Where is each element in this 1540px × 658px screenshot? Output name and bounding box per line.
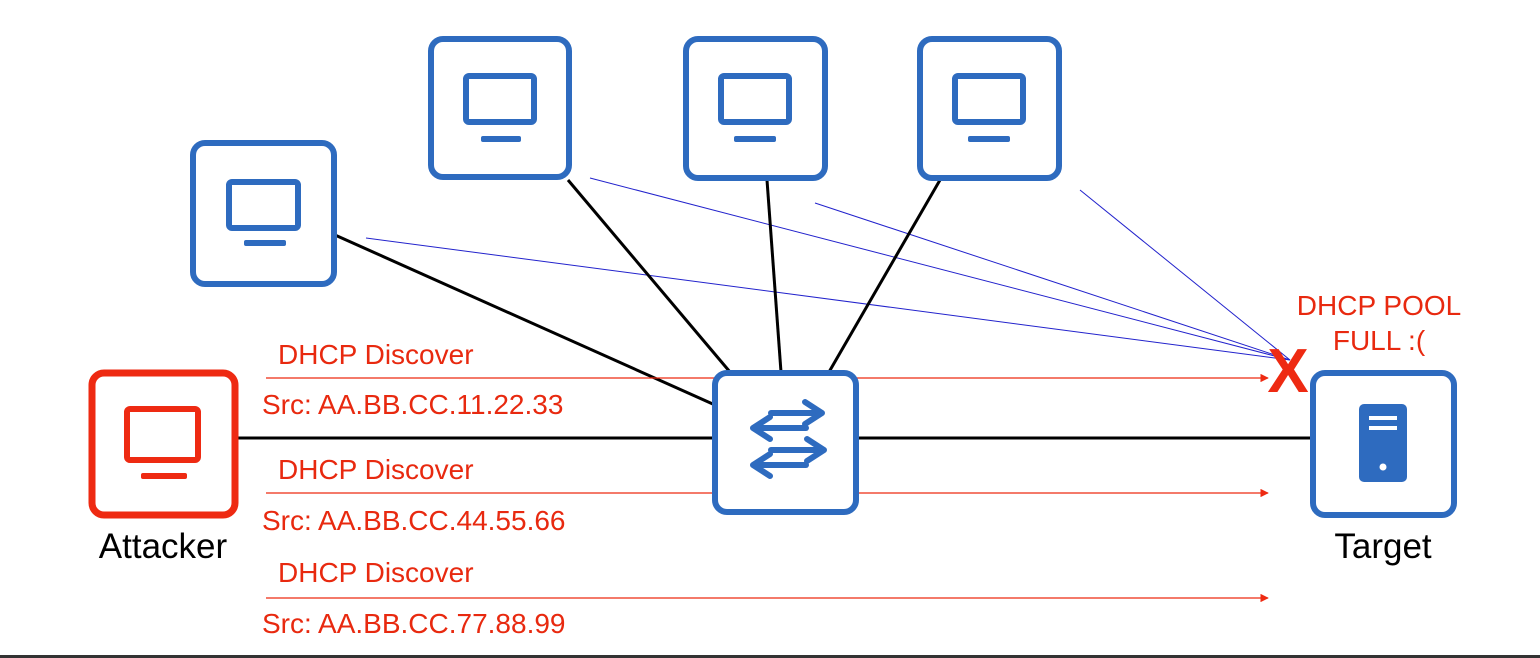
switch-node bbox=[712, 370, 859, 515]
flow-line-client-3 bbox=[814, 202, 1291, 361]
message-3-src: Src: AA.BB.CC.77.88.99 bbox=[262, 608, 566, 639]
message-2-title: DHCP Discover bbox=[278, 454, 474, 485]
blocked-x-icon: X bbox=[1267, 337, 1308, 406]
message-3-title: DHCP Discover bbox=[278, 557, 474, 588]
server-icon bbox=[1359, 404, 1407, 482]
attacker-label: Attacker bbox=[99, 527, 228, 566]
client-node-1 bbox=[190, 140, 337, 287]
node-labels: Attacker Target bbox=[99, 527, 1432, 566]
pool-status: DHCP POOL FULL :( X bbox=[1267, 290, 1461, 406]
pool-status-line-2: FULL :( bbox=[1333, 325, 1426, 356]
message-1-src: Src: AA.BB.CC.11.22.33 bbox=[262, 389, 563, 420]
bottom-border bbox=[0, 655, 1540, 658]
monitor-icon bbox=[718, 73, 792, 142]
message-1-title: DHCP Discover bbox=[278, 339, 474, 370]
attacker-node bbox=[88, 369, 239, 519]
flow-line-client-1 bbox=[365, 237, 1291, 361]
network-links bbox=[236, 179, 1312, 440]
flow-line-client-2 bbox=[589, 177, 1291, 361]
monitor-icon bbox=[226, 179, 301, 246]
message-2-src: Src: AA.BB.CC.44.55.66 bbox=[262, 505, 566, 536]
flow-lines bbox=[365, 177, 1291, 361]
monitor-icon bbox=[124, 406, 201, 479]
link-client-4-switch bbox=[827, 179, 942, 373]
target-node bbox=[1310, 370, 1457, 518]
monitor-icon bbox=[463, 73, 537, 142]
flow-line-client-4 bbox=[1079, 189, 1291, 361]
switch-arrows-icon bbox=[750, 399, 827, 479]
pool-status-line-1: DHCP POOL bbox=[1297, 290, 1461, 321]
link-client-3-switch bbox=[765, 179, 783, 373]
target-label: Target bbox=[1334, 527, 1432, 566]
client-node-2 bbox=[428, 36, 572, 180]
client-node-3 bbox=[683, 36, 828, 181]
client-node-4 bbox=[917, 36, 1062, 181]
message-labels: DHCP Discover Src: AA.BB.CC.11.22.33 DHC… bbox=[262, 339, 566, 639]
link-client-1-switch bbox=[334, 233, 716, 407]
monitor-icon bbox=[952, 73, 1026, 142]
link-client-2-switch bbox=[566, 179, 732, 373]
